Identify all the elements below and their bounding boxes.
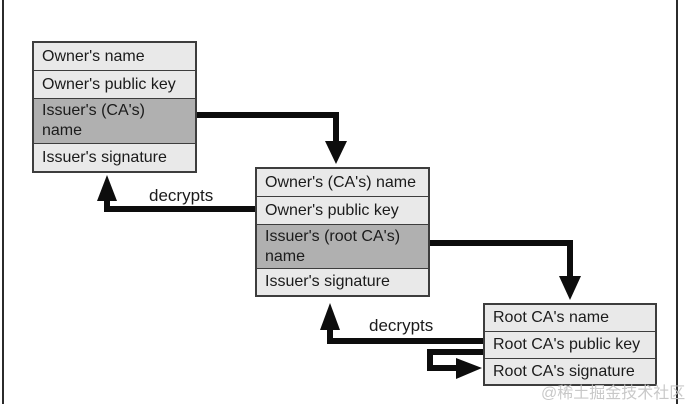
cert-row-label: Owner's name [42,47,145,65]
arrow-issuer-name-to-root-cert [425,240,581,300]
arrow-issuer-name-to-ca-cert [193,112,347,164]
cert-row-label: Owner's (CA's) name [265,173,417,191]
cert-row-label: Issuer's signature [42,148,167,166]
cert-row-root-public-key: Root CA's public key [485,331,655,358]
ca-certificate-box: Owner's (CA's) name Owner's public key I… [255,167,430,297]
arrow-root-key-self-decrypts [427,349,484,379]
site-watermark: @稀土掘金技术社区 [541,385,686,402]
cert-row-label: Issuer's signature [265,273,390,290]
cert-row-label: Owner's public key [265,201,399,219]
cert-row-root-name: Root CA's name [485,305,655,331]
cert-row-root-signature: Root CA's signature [485,358,655,384]
decrypts-label-upper: decrypts [149,186,214,205]
right-page-rule [676,0,678,404]
cert-row-owner-name: Owner's name [34,43,195,70]
left-page-rule [2,0,4,404]
cert-row-label: Issuer's (root CA's) name [265,227,401,265]
cert-row-owner-name: Owner's (CA's) name [257,169,428,196]
cert-row-label: Root CA's public key [493,336,641,353]
cert-row-owner-public-key: Owner's public key [34,70,195,98]
cert-row-label: Root CA's name [493,309,609,326]
cert-row-issuer-name: Issuer's (root CA's) name [257,224,428,268]
owner-certificate-box: Owner's name Owner's public key Issuer's… [32,41,197,173]
cert-row-owner-public-key: Owner's public key [257,196,428,224]
decrypts-label-lower: decrypts [369,316,434,335]
cert-row-issuer-name: Issuer's (CA's) name [34,98,195,143]
cert-row-label: Issuer's (CA's) name [42,102,146,139]
cert-row-label: Owner's public key [42,75,176,93]
cert-row-issuer-signature: Issuer's signature [34,143,195,171]
cert-row-issuer-signature: Issuer's signature [257,268,428,295]
cert-row-label: Root CA's signature [493,362,635,380]
root-ca-certificate-box: Root CA's name Root CA's public key Root… [483,303,657,386]
